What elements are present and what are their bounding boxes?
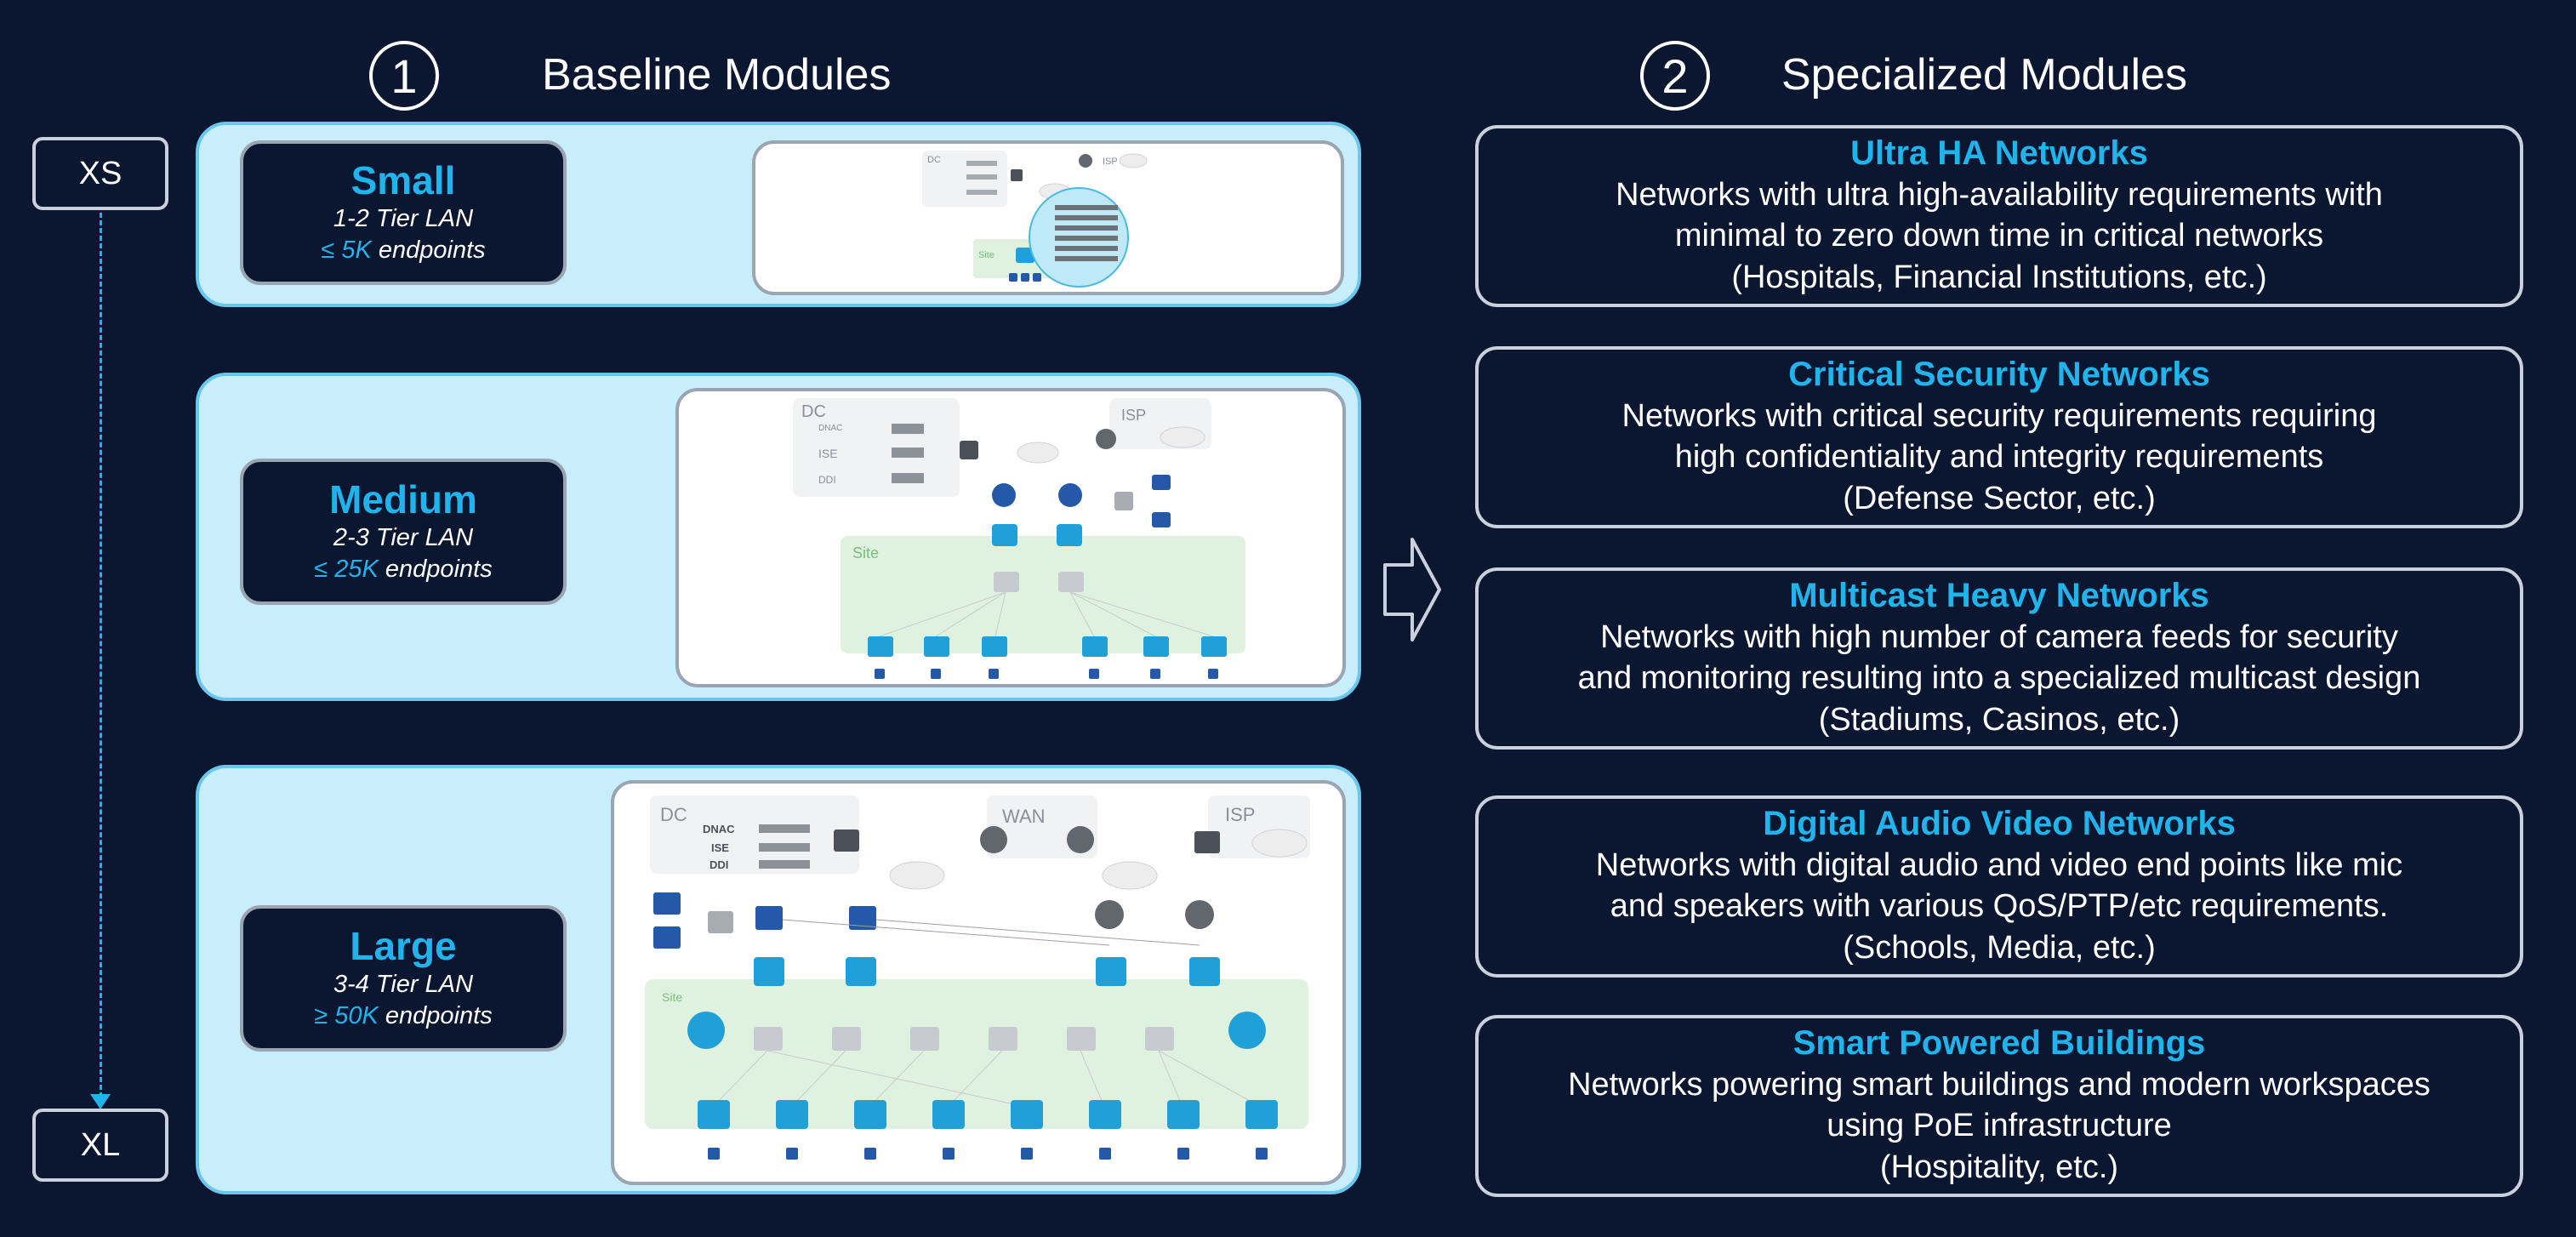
small-diagram-svg: DC ISP Site [922,151,1148,288]
specialized-modules-title: Specialized Modules [1781,50,2187,100]
scale-xl-box: XL [32,1109,168,1182]
spec-card-title: Smart Powered Buildings [1792,1024,2206,1063]
medium-module-endpoints: ≤ 25K endpoints [314,554,492,586]
medium-ise-label: ISE [818,447,838,460]
medium-module-panel: Medium 2-3 Tier LAN ≤ 25K endpoints DC D… [196,373,1361,701]
spec-card-line: Networks powering smart buildings and mo… [1568,1066,2431,1103]
large-diagram-svg: DC DNAC ISE DDI WAN ISP Site [645,795,1310,1160]
spec-card-digital-audio-video: Digital Audio Video Networks Networks wi… [1475,795,2523,978]
scale-xs-box: XS [32,137,168,210]
small-module-unit: endpoints [378,237,486,265]
hollow-right-arrow-icon [1383,538,1441,641]
spec-card-line: (Schools, Media, etc.) [1843,929,2156,966]
step-1-circle: 1 [369,41,439,111]
spec-card-line: Networks with high number of camera feed… [1600,618,2398,655]
baseline-modules-title: Baseline Modules [542,50,892,100]
medium-module-tier: 2-3 Tier LAN [333,523,474,551]
step-2-circle: 2 [1640,41,1710,111]
medium-module-unit: endpoints [385,556,493,584]
dc-label: DC [927,155,941,165]
medium-module-name: Medium [329,476,477,522]
spec-card-multicast-heavy: Multicast Heavy Networks Networks with h… [1475,567,2523,750]
spec-card-title: Critical Security Networks [1788,356,2210,394]
medium-isp-label: ISP [1121,407,1146,424]
medium-diagram-svg: DC DNAC ISE DDI ISP Site [793,398,1245,679]
spec-card-critical-security: Critical Security Networks Networks with… [1475,346,2523,528]
small-network-diagram: DC ISP Site [752,140,1344,295]
large-module-tier: 3-4 Tier LAN [333,970,474,998]
spec-card-title: Multicast Heavy Networks [1789,577,2209,615]
spec-card-line: Networks with ultra high-availability re… [1616,176,2383,213]
spec-card-ultra-ha: Ultra HA Networks Networks with ultra hi… [1475,125,2523,307]
large-site-label: Site [662,990,682,1004]
isp-label: ISP [1103,157,1118,167]
spec-card-title: Digital Audio Video Networks [1763,805,2236,843]
spec-card-line: Networks with critical security requirem… [1621,397,2377,434]
step-1-number: 1 [390,48,418,103]
small-site-label: Site [978,250,994,260]
spec-card-line: using PoE infrastructure [1827,1108,2172,1144]
large-module-name: Large [350,923,457,968]
large-network-diagram: DC DNAC ISE DDI WAN ISP Site [611,780,1346,1185]
medium-dnac-label: DNAC [818,424,842,433]
medium-dc-label: DC [801,402,826,421]
spec-card-line: (Stadiums, Casinos, etc.) [1818,701,2180,738]
small-module-tier: 1-2 Tier LAN [333,204,474,232]
large-module-limit: ≥ 50K [314,1002,379,1030]
small-module-endpoints: ≤ 5K endpoints [321,235,485,267]
spec-card-line: and speakers with various QoS/PTP/etc re… [1610,888,2389,925]
spec-card-smart-powered-buildings: Smart Powered Buildings Networks powerin… [1475,1015,2523,1197]
scale-dashed-line [100,213,102,1097]
large-ddi-label: DDI [710,858,728,871]
large-module-label-card: Large 3-4 Tier LAN ≥ 50K endpoints [240,905,567,1052]
large-ise-label: ISE [711,841,729,854]
medium-ddi-label: DDI [818,474,836,486]
large-dc-label: DC [660,804,687,825]
step-2-number: 2 [1661,48,1689,103]
large-isp-label: ISP [1225,804,1255,825]
spec-card-line: and monitoring resulting into a speciali… [1577,660,2421,697]
spec-card-line: minimal to zero down time in critical ne… [1674,218,2324,254]
dashed-down-arrow-icon [90,1094,111,1109]
large-module-endpoints: ≥ 50K endpoints [314,1000,492,1033]
scale-xs-label: XS [78,155,123,191]
medium-module-limit: ≤ 25K [314,556,379,584]
spec-card-line: (Defense Sector, etc.) [1843,480,2156,516]
small-module-limit: ≤ 5K [321,237,372,265]
large-wan-label: WAN [1002,806,1046,827]
medium-module-label-card: Medium 2-3 Tier LAN ≤ 25K endpoints [240,459,567,605]
large-module-unit: endpoints [385,1002,493,1030]
scale-xl-label: XL [80,1126,121,1163]
spec-card-line: (Hospitals, Financial Institutions, etc.… [1731,259,2267,295]
spec-card-line: (Hospitality, etc.) [1879,1149,2119,1185]
small-module-name: Small [350,157,456,202]
spec-card-title: Ultra HA Networks [1850,134,2148,173]
small-module-panel: Small 1-2 Tier LAN ≤ 5K endpoints DC ISP… [196,122,1361,307]
large-module-panel: Large 3-4 Tier LAN ≥ 50K endpoints DC DN… [196,765,1361,1194]
spec-card-line: high confidentiality and integrity requi… [1674,439,2324,476]
medium-site-label: Site [852,544,879,561]
medium-network-diagram: DC DNAC ISE DDI ISP Site [675,388,1346,687]
small-module-label-card: Small 1-2 Tier LAN ≤ 5K endpoints [240,140,567,285]
large-dnac-label: DNAC [703,823,735,835]
spec-card-line: Networks with digital audio and video en… [1595,847,2403,883]
